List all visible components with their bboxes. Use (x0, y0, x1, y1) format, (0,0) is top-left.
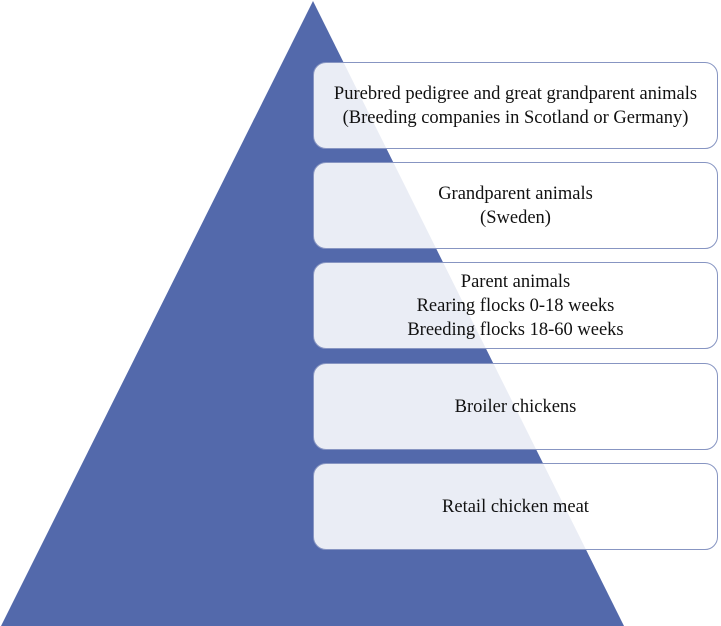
level-5-box: Retail chicken meat (313, 463, 718, 550)
level-1-box: Purebred pedigree and great grandparent … (313, 62, 718, 149)
level-1-line-1: Purebred pedigree and great grandparent … (333, 83, 698, 104)
level-2-line-2: (Sweden) (480, 207, 551, 228)
level-3-line-3: Breeding flocks 18-60 weeks (407, 319, 624, 340)
level-4-box: Broiler chickens (313, 363, 718, 450)
level-1-line-2: (Breeding companies in Scotland or Germa… (342, 107, 689, 128)
level-2-line-1: Grandparent animals (438, 183, 593, 204)
level-2-box: Grandparent animals (Sweden) (313, 162, 718, 249)
level-5-line-1: Retail chicken meat (442, 496, 589, 517)
level-3-line-1: Parent animals (460, 271, 571, 292)
level-3-line-2: Rearing flocks 0-18 weeks (416, 295, 615, 316)
level-3-box: Parent animals Rearing flocks 0-18 weeks… (313, 262, 718, 349)
level-4-line-1: Broiler chickens (454, 396, 577, 417)
